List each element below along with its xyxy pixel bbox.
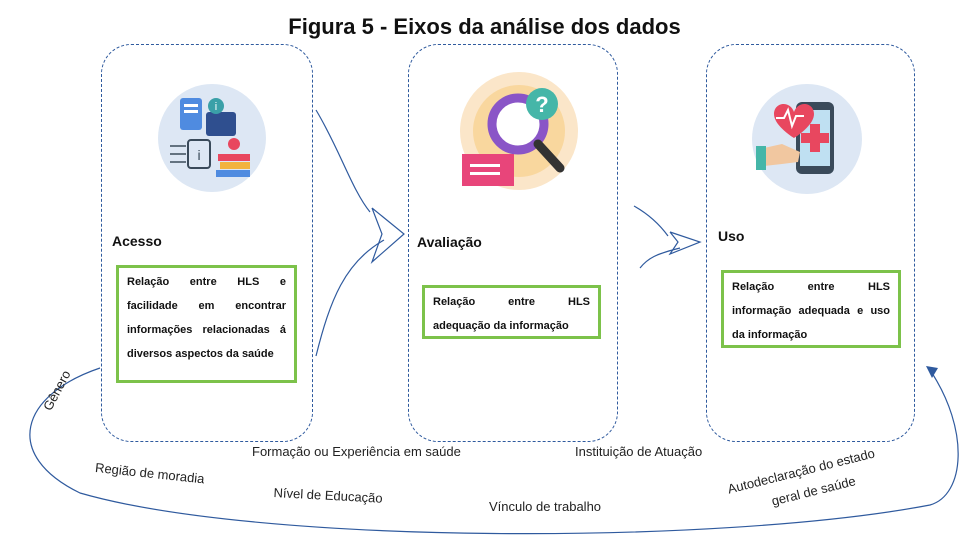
figure-title: Figura 5 - Eixos da análise dos dados bbox=[288, 14, 681, 39]
svg-text:i: i bbox=[215, 101, 217, 113]
chevron-arrow-1 bbox=[370, 207, 405, 264]
axis-description-uso: Relação entre HLS informação adequada e … bbox=[721, 270, 901, 348]
factor-formacao: Formação ou Experiência em saúde bbox=[252, 444, 461, 459]
svg-text:?: ? bbox=[535, 92, 548, 117]
chevron-arrow-2 bbox=[668, 231, 702, 256]
axis-panel-uso bbox=[706, 44, 915, 442]
axis-heading-avaliacao: Avaliação bbox=[417, 234, 482, 250]
upper-curve-2 bbox=[633, 205, 669, 237]
base-arc bbox=[29, 367, 959, 535]
arc-arrowhead bbox=[926, 366, 938, 378]
upper-curve-1 bbox=[315, 109, 371, 213]
axis-panel-acesso bbox=[101, 44, 313, 442]
lower-curve-1 bbox=[315, 239, 385, 357]
axis-description-acesso: Relação entre HLS e facilidade em encont… bbox=[116, 265, 297, 383]
axis-panel-avaliacao bbox=[408, 44, 618, 442]
magnifier-question-icon: ? bbox=[460, 72, 578, 190]
health-phone-icon bbox=[752, 84, 862, 194]
lower-curve-2 bbox=[639, 247, 681, 269]
svg-text:i: i bbox=[197, 147, 200, 163]
axis-heading-uso: Uso bbox=[718, 228, 745, 244]
information-access-icon: i i bbox=[158, 84, 266, 192]
factor-instituicao: Instituição de Atuação bbox=[575, 444, 703, 459]
factor-vinculo: Vínculo de trabalho bbox=[489, 499, 602, 514]
axis-heading-acesso: Acesso bbox=[112, 233, 162, 249]
axis-description-avaliacao: Relação entre HLS adequação da informaçã… bbox=[422, 285, 601, 339]
